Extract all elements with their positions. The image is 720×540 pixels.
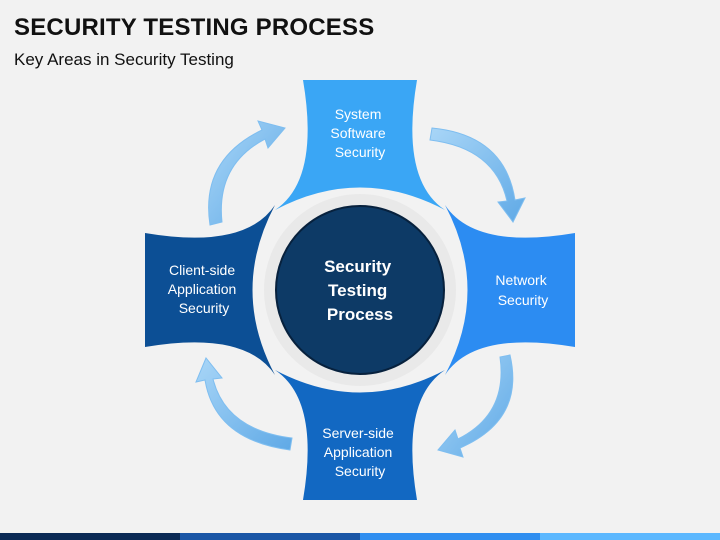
label-top: System Software Security bbox=[330, 106, 389, 160]
footer-bar-segment bbox=[0, 533, 180, 540]
center-circle bbox=[275, 205, 445, 375]
footer-bar-segment bbox=[180, 533, 360, 540]
arrow-bottom-to-left-icon bbox=[195, 357, 293, 451]
footer-bar-segment bbox=[540, 533, 720, 540]
petal-client-side-application-security bbox=[145, 205, 275, 375]
page-subtitle: Key Areas in Security Testing bbox=[14, 50, 234, 69]
footer-color-bar bbox=[0, 533, 720, 540]
label-bottom: Server-side Application Security bbox=[322, 425, 397, 479]
label-left: Client-side Application Security bbox=[168, 262, 240, 316]
cycle-arrows bbox=[195, 120, 526, 458]
petal-network-security bbox=[445, 205, 575, 375]
petal-server-side-application-security bbox=[275, 370, 445, 500]
petal-system-software-security bbox=[275, 80, 445, 210]
center-label: Security Testing Process bbox=[324, 257, 396, 324]
page-title: SECURITY TESTING PROCESS bbox=[14, 14, 375, 41]
arrow-top-to-right-icon bbox=[429, 127, 526, 223]
arrow-right-to-bottom-icon bbox=[437, 354, 514, 458]
arrow-left-to-top-icon bbox=[208, 120, 286, 226]
footer-bar-segment bbox=[360, 533, 540, 540]
label-right: Network Security bbox=[495, 272, 550, 308]
